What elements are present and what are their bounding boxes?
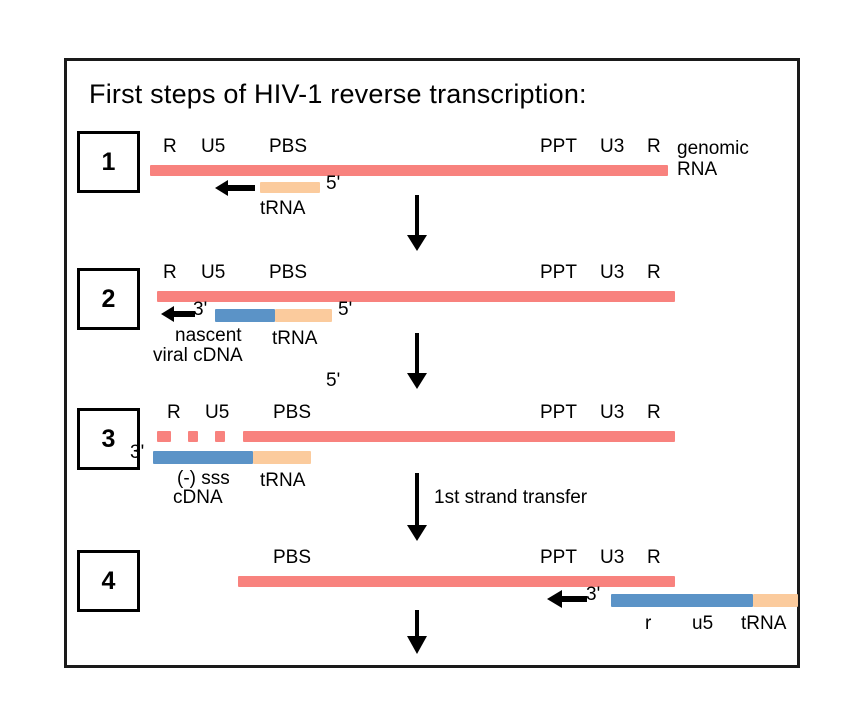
step3-trna-bar <box>253 451 311 464</box>
step1-genomic-rna-bar <box>150 165 668 176</box>
step4-label-R-right: R <box>647 547 661 568</box>
transition-3-down-arrow-icon <box>405 473 429 541</box>
figure-panel: First steps of HIV-1 reverse transcripti… <box>64 58 800 668</box>
step4-segment-label-trna: tRNA <box>741 613 787 634</box>
step3-label-U3: U3 <box>600 402 625 423</box>
step1-genomic-rna-caption-line2: RNA <box>677 159 718 180</box>
step2-genomic-rna-bar <box>157 291 675 302</box>
step2-label-U5: U5 <box>201 262 226 283</box>
step-box-3: 3 <box>77 408 140 470</box>
step4-genomic-rna-bar <box>238 576 675 587</box>
step2-left-arrow-icon <box>161 305 195 323</box>
step3-cdna-3prime: 3' <box>130 442 145 463</box>
step2-label-PPT: PPT <box>540 262 577 283</box>
step3-cdna-caption-line2: cDNA <box>173 487 223 508</box>
figure-title: First steps of HIV-1 reverse transcripti… <box>89 79 587 109</box>
step2-cdna-caption-line2: viral cDNA <box>153 345 243 366</box>
step2-trna-bar <box>275 309 332 322</box>
step2-primer-5prime: 5' <box>338 299 353 320</box>
step2-trna-caption: tRNA <box>272 328 318 349</box>
step4-segment-label-r: r <box>645 613 652 634</box>
step4-label-U3: U3 <box>600 547 625 568</box>
step2-label-R: R <box>163 262 177 283</box>
step3-label-R-right: R <box>647 402 661 423</box>
step3-rna-fragment-2 <box>188 431 198 442</box>
step3-cdna-caption-line1: (-) sss <box>177 468 230 489</box>
step1-label-PBS: PBS <box>269 136 308 157</box>
step1-label-U5: U5 <box>201 136 226 157</box>
step3-trna-caption: tRNA <box>260 470 306 491</box>
transition-1-down-arrow-icon <box>405 195 429 251</box>
step1-trna-caption: tRNA <box>260 198 306 219</box>
step2-label-R-right: R <box>647 262 661 283</box>
step4-label-PPT: PPT <box>540 547 577 568</box>
transition-2-down-arrow-icon <box>405 333 429 389</box>
step3-label-U5: U5 <box>205 402 230 423</box>
step3-rna-fragment-1 <box>157 431 171 442</box>
step2-cdna-caption-line1: nascent <box>175 325 242 346</box>
step4-cdna-bar <box>611 594 753 607</box>
step1-genomic-rna-caption-line1: genomic <box>677 138 749 159</box>
step1-left-arrow-icon <box>215 179 255 197</box>
step2-label-U3: U3 <box>600 262 625 283</box>
step1-label-U3: U3 <box>600 136 625 157</box>
step2-cdna-bar <box>215 309 275 322</box>
step1-primer-5prime: 5' <box>326 173 341 194</box>
step3-rna-fragment-3 <box>215 431 225 442</box>
step4-label-PBS: PBS <box>273 547 312 568</box>
step1-trna-bar <box>260 182 320 193</box>
step4-left-arrow-icon <box>547 590 587 608</box>
step2-floating-5prime: 5' <box>326 370 341 391</box>
step1-label-R-right: R <box>647 136 661 157</box>
step-box-1: 1 <box>77 131 140 193</box>
step3-label-PBS: PBS <box>273 402 312 423</box>
step3-label-PPT: PPT <box>540 402 577 423</box>
step3-label-R: R <box>167 402 181 423</box>
step-box-4: 4 <box>77 550 140 612</box>
step1-label-PPT: PPT <box>540 136 577 157</box>
step3-rna-intact-bar <box>243 431 675 442</box>
transition-3-label: 1st strand transfer <box>434 487 588 508</box>
step2-label-PBS: PBS <box>269 262 308 283</box>
step-box-2: 2 <box>77 268 140 330</box>
transition-4-down-arrow-icon <box>405 610 429 654</box>
step2-cdna-3prime: 3' <box>193 299 208 320</box>
step3-cdna-bar <box>153 451 253 464</box>
step4-trna-bar <box>753 594 798 607</box>
step4-segment-label-u5: u5 <box>692 613 714 634</box>
step1-label-R: R <box>163 136 177 157</box>
step4-cdna-3prime: 3' <box>586 584 601 605</box>
